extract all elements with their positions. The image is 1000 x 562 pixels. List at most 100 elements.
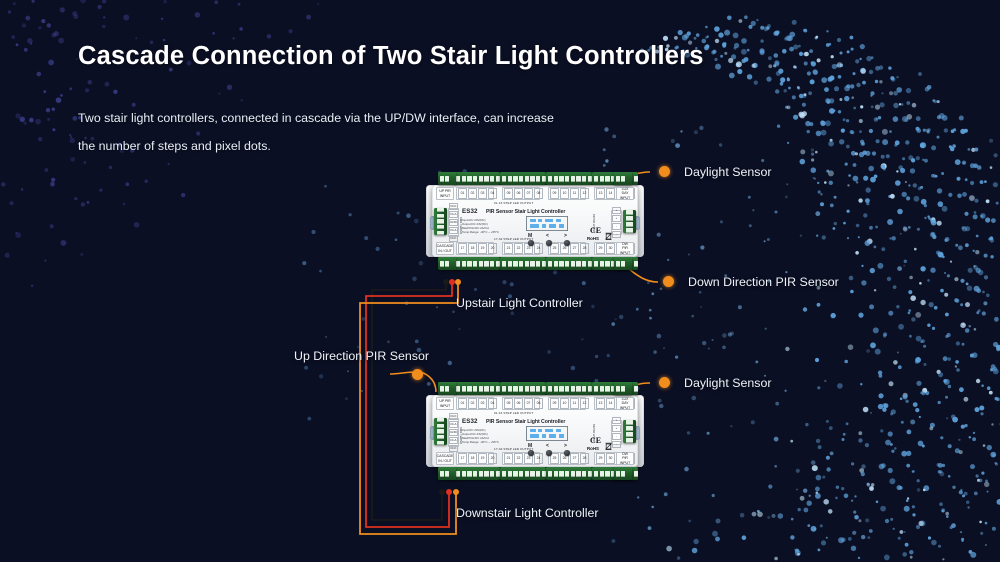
terminal-pin[interactable] [576, 260, 581, 267]
terminal-pin[interactable] [495, 175, 501, 182]
device-downstair-light-controller[interactable]: 0102030405060708091011121314151617181920… [424, 382, 646, 480]
terminal-pin[interactable] [467, 175, 472, 182]
terminal-pin[interactable] [467, 260, 472, 267]
terminal-pin[interactable] [461, 470, 466, 477]
terminal-pin[interactable] [502, 175, 507, 182]
terminal-pin[interactable] [490, 175, 495, 182]
terminal-pin[interactable] [599, 385, 604, 392]
terminal-pin[interactable] [626, 432, 633, 437]
led-output-strip-bottom-3[interactable] [546, 257, 593, 270]
led-output-strip-bottom-2[interactable] [500, 467, 547, 480]
menu-button[interactable] [528, 240, 534, 246]
terminal-pin[interactable] [570, 470, 576, 477]
led-output-strip-bottom-1[interactable] [454, 257, 501, 270]
terminal-pin[interactable] [570, 175, 576, 182]
terminal-pin[interactable] [456, 470, 461, 477]
led-output-strip-top-3[interactable] [546, 172, 593, 185]
terminal-pin[interactable] [565, 470, 570, 477]
terminal-pin[interactable] [565, 260, 570, 267]
terminal-pin[interactable] [507, 385, 512, 392]
terminal-pin[interactable] [536, 175, 541, 182]
terminal-pin[interactable] [611, 175, 616, 182]
terminal-pin[interactable] [548, 175, 553, 182]
terminal-pin[interactable] [599, 260, 604, 267]
terminal-pin[interactable] [440, 470, 444, 477]
terminal-pin[interactable] [559, 385, 564, 392]
terminal-pin[interactable] [437, 225, 444, 230]
terminal-pin[interactable] [594, 470, 599, 477]
terminal-pin[interactable] [536, 385, 541, 392]
terminal-pin[interactable] [553, 260, 558, 267]
terminal-pin[interactable] [605, 470, 610, 477]
terminal-pin[interactable] [456, 385, 461, 392]
terminal-pin[interactable] [616, 175, 620, 182]
terminal-pin[interactable] [559, 260, 564, 267]
terminal-pin[interactable] [587, 470, 593, 477]
led-output-strip-bottom-2[interactable] [500, 257, 547, 270]
terminal-pin[interactable] [502, 470, 507, 477]
terminal-pin[interactable] [559, 175, 564, 182]
terminal-pin[interactable] [502, 260, 507, 267]
terminal-pin[interactable] [473, 260, 478, 267]
terminal-pin[interactable] [524, 260, 530, 267]
menu-button[interactable] [528, 450, 534, 456]
lux-day-strip[interactable] [614, 172, 632, 185]
terminal-pin[interactable] [440, 260, 444, 267]
terminal-pin[interactable] [582, 260, 587, 267]
next-button[interactable] [564, 450, 570, 456]
terminal-pin[interactable] [621, 385, 626, 392]
terminal-pin[interactable] [626, 222, 633, 227]
terminal-pin[interactable] [513, 260, 518, 267]
terminal-pin[interactable] [559, 470, 564, 477]
terminal-pin[interactable] [484, 260, 489, 267]
terminal-pin[interactable] [633, 260, 639, 267]
terminal-pin[interactable] [530, 175, 535, 182]
led-output-strip-bottom-3[interactable] [546, 467, 593, 480]
led-output-strip-top-2[interactable] [500, 172, 547, 185]
terminal-pin[interactable] [626, 420, 633, 425]
terminal-pin[interactable] [473, 470, 478, 477]
prev-button[interactable] [546, 450, 552, 456]
terminal-pin[interactable] [490, 385, 495, 392]
terminal-pin[interactable] [437, 213, 444, 218]
terminal-pin[interactable] [437, 230, 444, 236]
terminal-pin[interactable] [519, 385, 524, 392]
terminal-pin[interactable] [437, 219, 444, 224]
terminal-pin[interactable] [536, 470, 541, 477]
terminal-pin[interactable] [548, 470, 553, 477]
rs485-dmx-connector[interactable] [434, 208, 447, 236]
terminal-pin[interactable] [513, 385, 518, 392]
terminal-pin[interactable] [461, 385, 466, 392]
terminal-pin[interactable] [440, 385, 444, 392]
terminal-pin[interactable] [565, 175, 570, 182]
terminal-pin[interactable] [582, 470, 587, 477]
terminal-pin[interactable] [530, 260, 535, 267]
terminal-pin[interactable] [587, 385, 593, 392]
terminal-pin[interactable] [621, 175, 626, 182]
terminal-pin[interactable] [548, 385, 553, 392]
terminal-pin[interactable] [437, 429, 444, 434]
terminal-pin[interactable] [484, 175, 489, 182]
terminal-pin[interactable] [576, 175, 581, 182]
terminal-pin[interactable] [437, 418, 444, 423]
terminal-pin[interactable] [440, 175, 444, 182]
led-output-strip-bottom-1[interactable] [454, 467, 501, 480]
terminal-pin[interactable] [495, 260, 501, 267]
terminal-pin[interactable] [541, 470, 547, 477]
terminal-pin[interactable] [626, 426, 633, 431]
device-upstair-light-controller[interactable]: 0102030405060708091011121314151617181920… [424, 172, 646, 270]
terminal-pin[interactable] [594, 175, 599, 182]
terminal-pin[interactable] [519, 470, 524, 477]
terminal-pin[interactable] [490, 260, 495, 267]
terminal-pin[interactable] [553, 385, 558, 392]
terminal-pin[interactable] [587, 260, 593, 267]
terminal-pin[interactable] [484, 470, 489, 477]
led-output-strip-top-3[interactable] [546, 382, 593, 395]
terminal-pin[interactable] [456, 175, 461, 182]
terminal-pin[interactable] [461, 175, 466, 182]
terminal-pin[interactable] [507, 470, 512, 477]
terminal-pin[interactable] [541, 260, 547, 267]
terminal-pin[interactable] [605, 385, 610, 392]
terminal-pin[interactable] [461, 260, 466, 267]
terminal-pin[interactable] [616, 470, 620, 477]
